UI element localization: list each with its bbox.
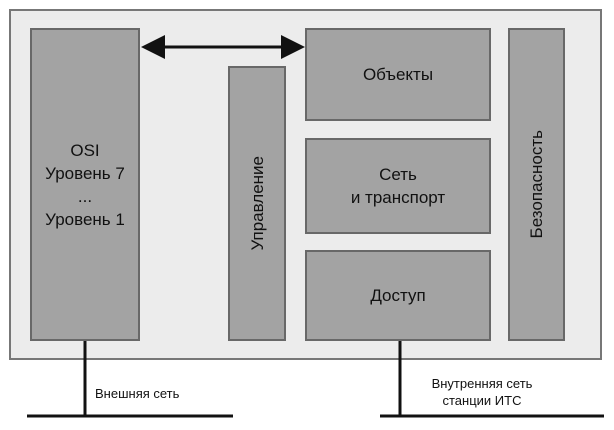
osi-block: OSI Уровень 7 ... Уровень 1 xyxy=(30,28,140,341)
management-block: Управление xyxy=(228,66,286,341)
access-label: Доступ xyxy=(370,286,426,305)
access-block: Доступ xyxy=(305,250,491,341)
osi-line-4: Уровень 1 xyxy=(45,209,125,229)
osi-line-2: Уровень 7 xyxy=(45,163,125,183)
security-block: Безопасность xyxy=(508,28,565,341)
internal-network-label: Внутренняя сеть станции ИТС xyxy=(412,375,552,409)
external-network-label: Внешняя сеть xyxy=(95,386,180,401)
objects-label: Объекты xyxy=(362,65,434,84)
network-transport-block: Сеть и транспорт xyxy=(305,138,491,234)
osi-line-3: ... xyxy=(77,186,93,206)
internal-network-line-1: Внутренняя сеть xyxy=(431,376,533,391)
internal-network-line-2: станции ИТС xyxy=(442,393,522,408)
network-line-2: и транспорт xyxy=(350,188,446,207)
network-transport-text: Сеть и транспорт xyxy=(351,163,445,209)
network-line-1: Сеть xyxy=(379,165,417,184)
objects-block: Объекты xyxy=(305,28,491,121)
osi-line-1: OSI xyxy=(70,140,100,160)
osi-text: OSI Уровень 7 ... Уровень 1 xyxy=(45,139,125,231)
